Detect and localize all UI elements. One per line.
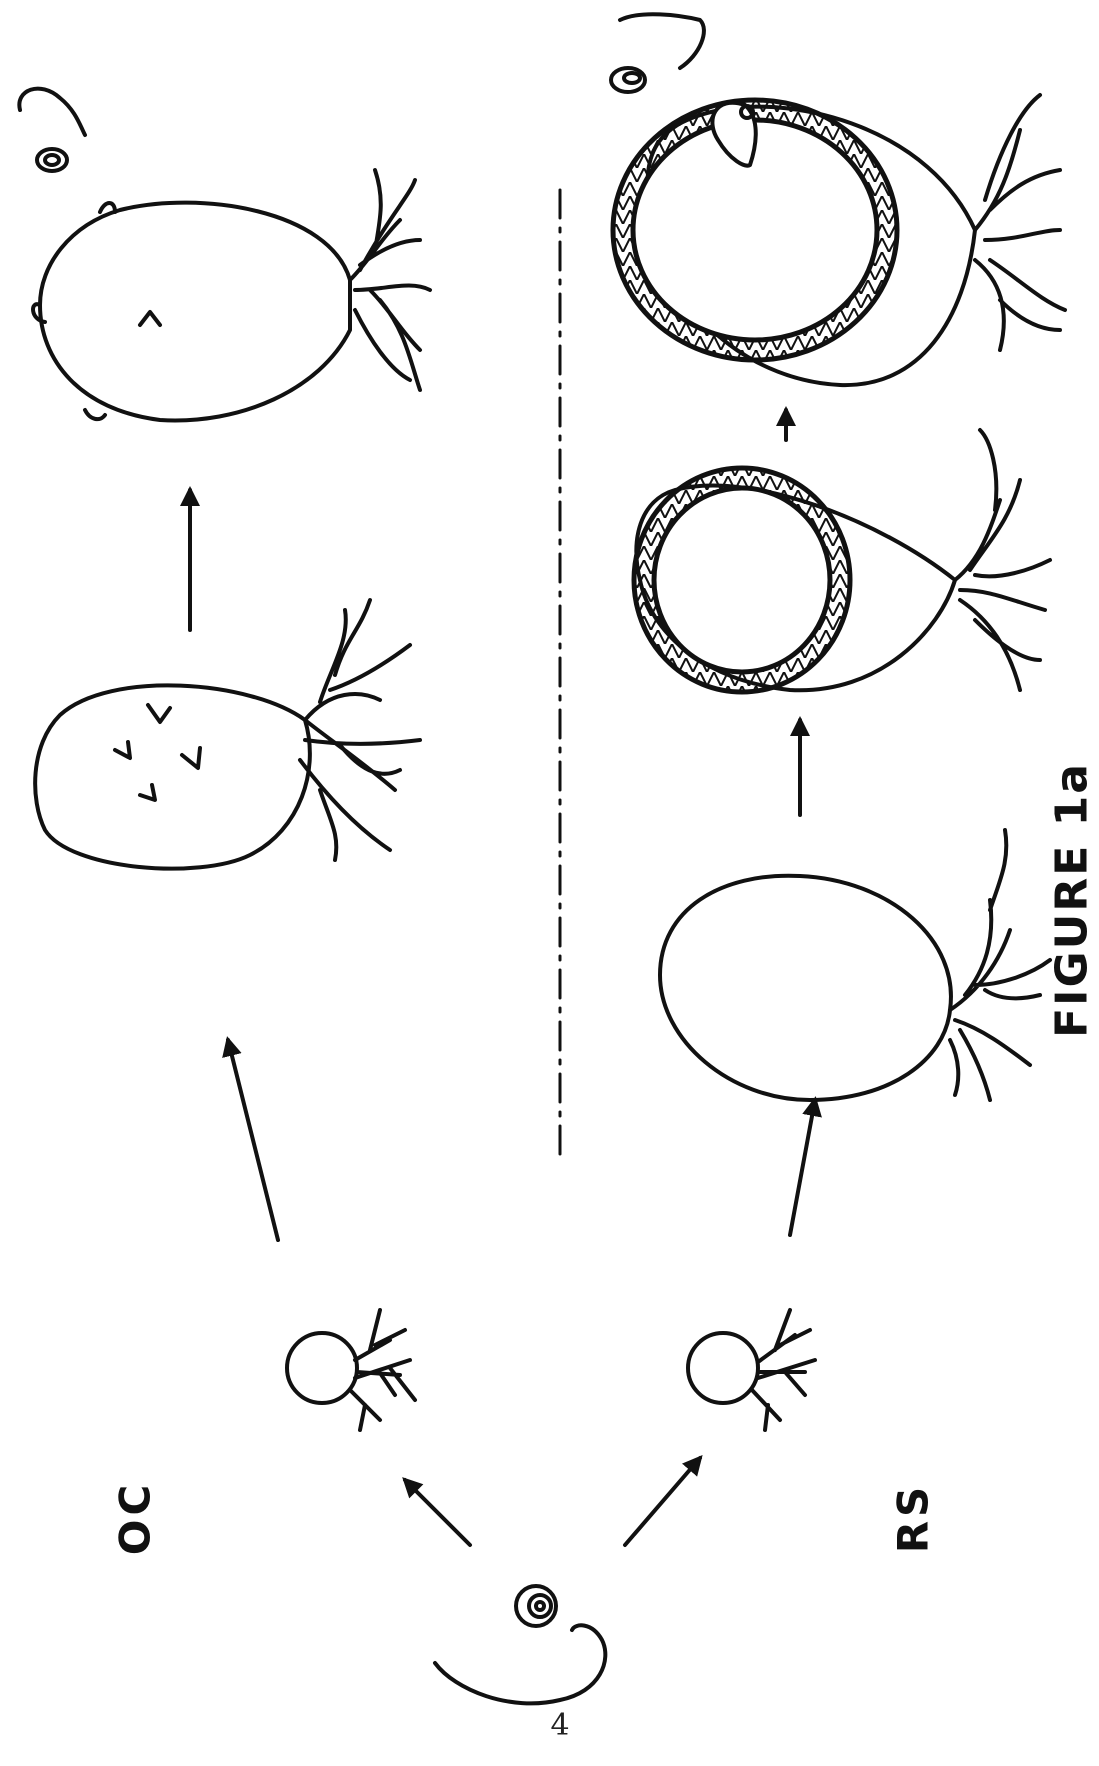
rs-vesicle-wall-forming (634, 430, 1050, 692)
rs-vesicle-plain (660, 830, 1050, 1100)
oc-arrow-1 (228, 1040, 278, 1240)
oc-vesicle-top (33, 170, 430, 420)
oc-vesicle-middle (35, 600, 420, 869)
arrow-to-oc-vesicle (405, 1480, 470, 1545)
oc-small-vesicle (287, 1310, 415, 1430)
figure-caption: FIGURE 1a (1047, 762, 1098, 1038)
page-number: 4 (550, 1708, 569, 1743)
arrow-to-rs-vesicle (625, 1458, 700, 1545)
rs-vesicle-mature (613, 95, 1065, 385)
oc-released-spore (19, 89, 85, 171)
rs-arrow-1 (790, 1100, 815, 1235)
rs-small-vesicle (688, 1310, 815, 1430)
origin-spore (435, 1586, 605, 1703)
rs-label: RS (889, 1483, 938, 1554)
oc-label: OC (111, 1481, 160, 1556)
rs-released-spore (611, 14, 704, 92)
